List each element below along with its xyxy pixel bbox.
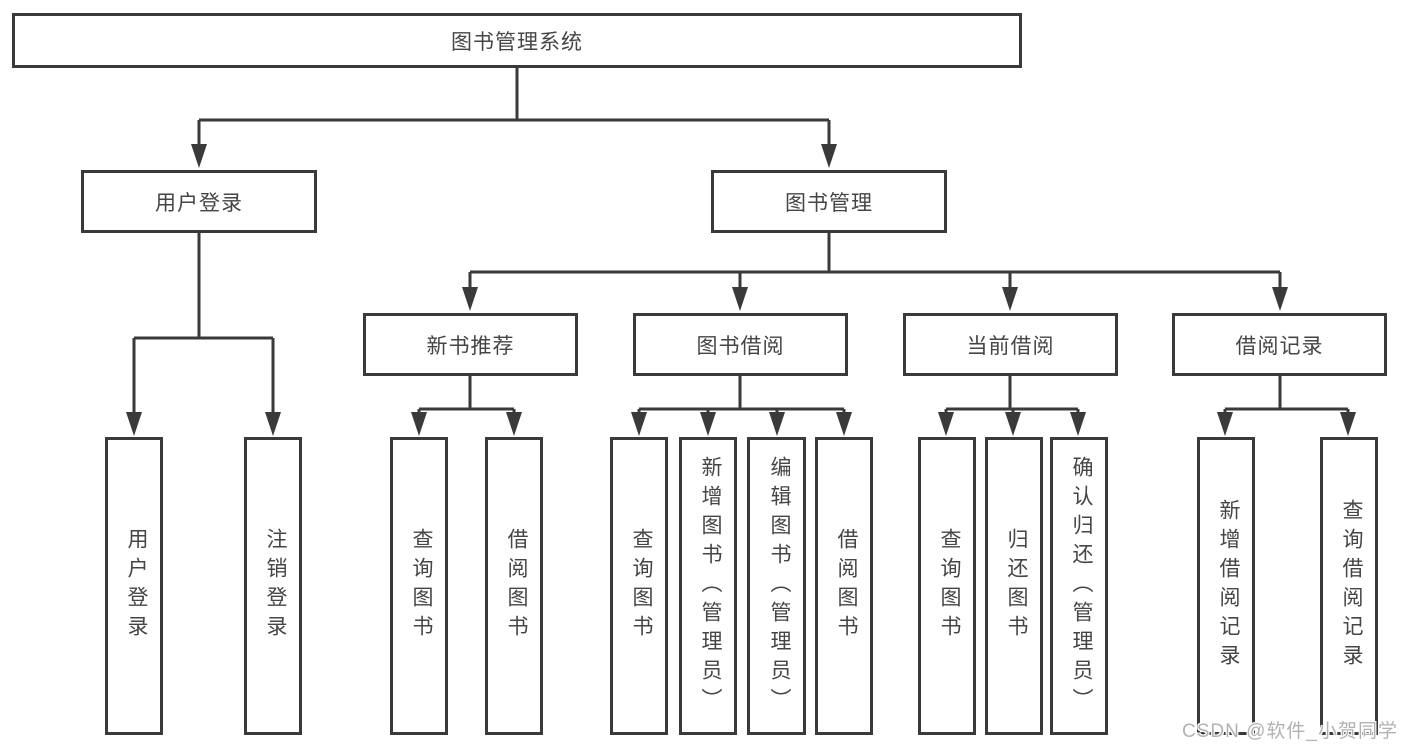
leaf-newbooks-borrow-books: 借阅图书 [485, 437, 543, 735]
node-book-borrowing: 图书借阅 [633, 313, 848, 376]
csdn-watermark: CSDN @软件_小贺同学 [1182, 721, 1398, 742]
leaf-borrowing-add-book-admin: 新增图书（管理员） [679, 437, 737, 735]
leaf-current-confirm-return-admin: 确认归还（管理员） [1050, 437, 1108, 735]
leaf-current-return-books: 归还图书 [985, 437, 1043, 735]
leaf-borrowing-query-books: 查询图书 [610, 437, 668, 735]
leaf-current-query-books: 查询图书 [918, 437, 976, 735]
leaf-newbooks-query-books: 查询图书 [390, 437, 448, 735]
leaf-records-add-record: 新增借阅记录 [1197, 437, 1255, 735]
leaf-borrowing-borrow-books: 借阅图书 [815, 437, 873, 735]
node-user-login: 用户登录 [81, 170, 317, 233]
leaf-logout: 注销登录 [244, 437, 302, 735]
leaf-borrowing-edit-book-admin: 编辑图书（管理员） [747, 437, 806, 735]
node-borrowing-records: 借阅记录 [1172, 313, 1387, 376]
node-library-management-system: 图书管理系统 [12, 13, 1022, 68]
leaf-user-login: 用户登录 [105, 437, 163, 735]
node-new-book-recommendation: 新书推荐 [363, 313, 578, 376]
node-current-borrowing: 当前借阅 [903, 313, 1118, 376]
leaf-records-query-record: 查询借阅记录 [1320, 437, 1378, 735]
node-book-management: 图书管理 [711, 170, 947, 233]
